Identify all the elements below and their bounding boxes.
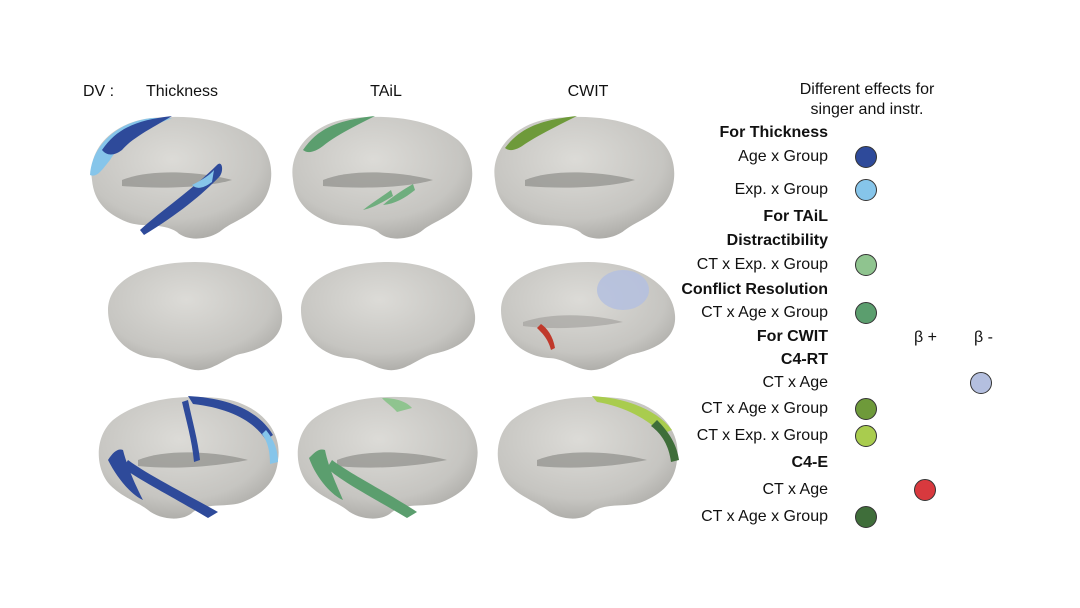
legend-title-line1: Different effects for [799,81,935,98]
region-thickness-age-group [182,400,200,462]
beta-minus-label: β - [974,329,993,346]
region-cwit-c4rt-age-group [505,116,577,151]
beta-plus-label: β + [914,329,937,346]
brain-tail-lateral [292,116,473,239]
brain-cwit-medial [501,262,676,371]
legend-color-dot [855,254,877,276]
brain-cwit-lateral [494,116,675,239]
brain-surface [301,262,476,371]
legend-label: CT x Age [762,374,828,391]
legend-color-dot [914,479,936,501]
brain-thickness-lateral-right [98,396,279,519]
legend-label: CT x Age x Group [701,304,828,321]
brain-thickness-lateral [90,116,272,239]
legend-color-dot [855,425,877,447]
legend-heading: For TAiL [763,208,828,225]
column-header-tail: TAiL [370,83,402,100]
column-header-cwit: CWIT [567,83,609,100]
legend-label: CT x Exp. x Group [696,256,828,273]
region-thickness-exp-group [262,430,278,464]
legend-title-line2: singer and instr. [810,101,924,118]
legend-color-dot [855,302,877,324]
legend-color-dot [970,372,992,394]
legend-color-dot [855,179,877,201]
brain-cwit-lateral-right [497,396,679,519]
legend-label: CT x Exp. x Group [696,427,828,444]
region-tail-distract [382,398,412,412]
region-thickness-age-group [108,449,143,500]
legend-label: CT x Age [762,481,828,498]
brain-thickness-medial [108,262,283,371]
legend-heading: Conflict Resolution [681,281,828,298]
region-cwit-c4rt-exp-group [592,396,672,434]
region-tail-conflict [327,460,417,518]
region-tail-conflict [383,184,415,205]
legend-heading: Distractibility [726,232,828,249]
dv-label: DV : [83,83,115,100]
column-header-thickness: Thickness [145,83,219,100]
legend-label: CT x Age x Group [701,508,828,525]
legend-heading: C4-E [791,454,828,471]
brain-surface [108,262,283,371]
region-thickness-exp-group [192,170,214,188]
region-cwit-c4e-age-group [651,420,679,462]
brain-tail-medial [301,262,476,371]
region-thickness-age-group [123,460,218,518]
legend-heading: For CWIT [756,328,828,345]
legend-label: Age x Group [738,148,828,165]
legend-color-dot [855,506,877,528]
legend-label: CT x Age x Group [701,400,828,417]
legend-color-dot [855,398,877,420]
region-cwit-c4e-age [537,324,555,350]
legend-label: Exp. x Group [734,181,828,198]
legend-heading: C4-RT [780,351,828,368]
legend-heading: For Thickness [719,124,828,141]
region-thickness-age-group [102,116,172,155]
brain-tail-lateral-right [297,396,478,519]
region-tail-conflict [303,116,375,153]
region-cwit-c4rt-age [597,270,649,310]
region-tail-conflict [363,190,393,210]
legend-color-dot [855,146,877,168]
region-tail-conflict [309,449,343,500]
